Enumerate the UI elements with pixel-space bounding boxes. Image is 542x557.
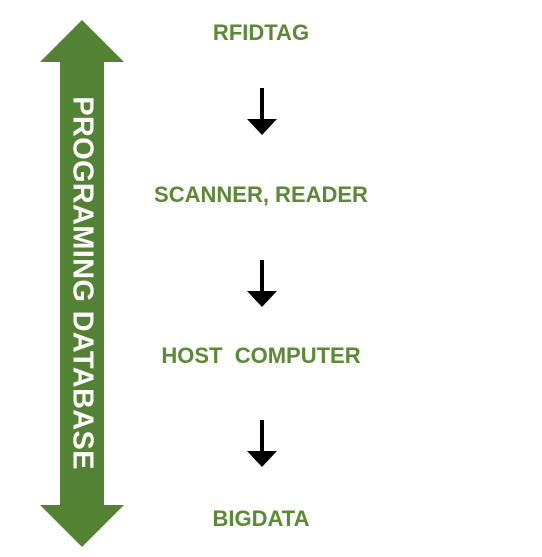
down-arrow-icon — [247, 260, 277, 307]
side-label: PROGRAMING DATABASE — [66, 96, 99, 470]
step-rfidtag: RFIDTAG — [212, 20, 310, 45]
double-arrow-icon — [40, 20, 124, 547]
down-arrow-icon — [247, 88, 277, 135]
step-bigdata: BIGDATA — [212, 506, 310, 531]
double-arrow-shape — [40, 20, 124, 547]
down-arrow-icon — [247, 420, 277, 467]
step-scanner-reader: SCANNER, READER — [154, 182, 368, 207]
step-host-computer: HOST COMPUTER — [161, 343, 361, 368]
